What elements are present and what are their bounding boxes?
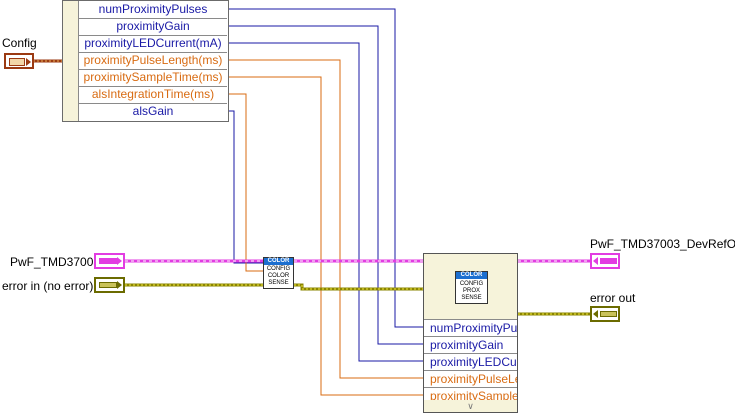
wire-proximityGain (227, 25, 423, 345)
unbundle-field[interactable]: proximitySampleTime(ms) (79, 69, 227, 87)
pwf-output-terminal[interactable] (590, 253, 620, 269)
unbundle-field[interactable]: proximityPulseLength(ms) (79, 52, 227, 70)
subvi-text: CONFIG (266, 266, 291, 272)
config-cluster-terminal[interactable] (4, 53, 34, 69)
wire-alsIntegrationTime (227, 93, 263, 272)
unbundle-field[interactable]: alsGain (132, 104, 174, 118)
express-input-row[interactable]: proximityLEDCurrent(mA) (424, 354, 517, 371)
express-input-row[interactable]: proximityPulseLength(ms) (424, 371, 517, 388)
unbundle-field[interactable]: proximityLEDCurrent(mA) (79, 35, 227, 53)
express-input-row[interactable]: numProximityPulses (424, 320, 517, 337)
express-input-row[interactable]: proximityGain (424, 337, 517, 354)
wire-proximitySampleTime (227, 76, 423, 396)
error-wire (125, 283, 590, 316)
subvi-text: SENSE (461, 295, 482, 301)
config-color-sense-subvi[interactable]: COLOR CONFIG COLOR SENSE (263, 257, 294, 289)
config-prox-sense-subvi[interactable]: COLOR CONFIG PROX SENSE (455, 271, 488, 304)
unbundle-input-strip (63, 1, 79, 121)
unbundle-field[interactable]: proximityGain (79, 18, 227, 36)
pwf-input-terminal[interactable] (94, 253, 125, 269)
config-label: Config (2, 36, 37, 50)
config-prox-sense-node[interactable]: COLOR CONFIG PROX SENSE numProximityPuls… (423, 253, 518, 413)
wire-proximityLEDCurrent (227, 42, 423, 362)
subvi-text: PROX (462, 288, 480, 294)
express-node-icon-area: COLOR CONFIG PROX SENSE (424, 254, 517, 320)
error-out-terminal[interactable] (590, 306, 620, 322)
subvi-header: COLOR (456, 272, 487, 279)
expand-chevron-icon[interactable]: ∨ (424, 400, 517, 412)
unbundle-field[interactable]: alsIntegrationTime(ms) (79, 86, 227, 104)
subvi-text: COLOR (267, 273, 290, 279)
error-in-terminal[interactable] (94, 277, 125, 293)
subvi-header: COLOR (264, 258, 293, 265)
pwf-output-label: PwF_TMD37003_DevRefOut (590, 237, 735, 251)
wire-numProximityPulses (227, 8, 423, 328)
unbundle-field[interactable]: numProximityPulses (79, 1, 227, 19)
wire-alsGain (227, 110, 263, 264)
error-in-label: error in (no error) (2, 279, 94, 293)
unbundle-by-name-node[interactable]: numProximityPulses proximityGain proximi… (62, 0, 229, 122)
wire-proximityPulseLength (227, 59, 423, 379)
pwf-input-label: PwF_TMD37003 (10, 255, 101, 269)
subvi-text: CONFIG (459, 281, 484, 287)
error-out-label: error out (590, 291, 636, 305)
subvi-text: SENSE (268, 280, 289, 286)
